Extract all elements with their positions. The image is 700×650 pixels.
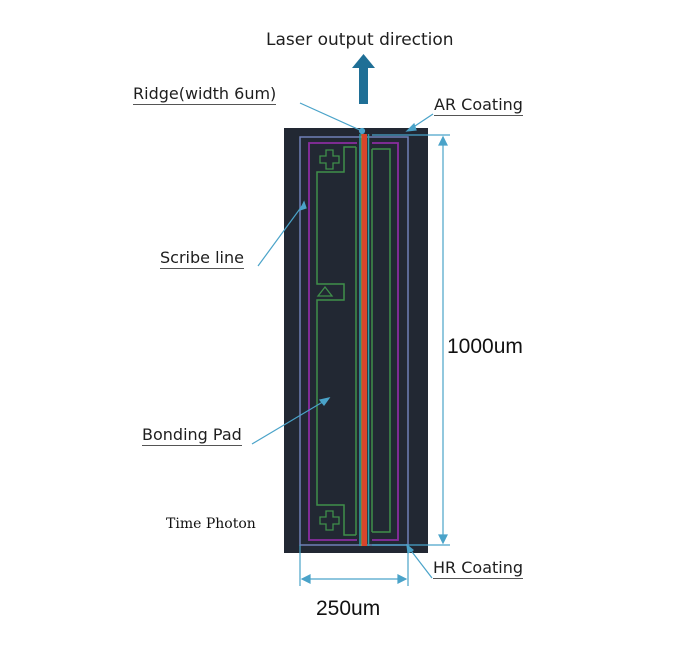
width-dimension bbox=[299, 545, 409, 586]
cross-mark-icon bbox=[319, 149, 340, 170]
triangle-mark-icon bbox=[316, 285, 334, 297]
height-dimension-label: 1000um bbox=[447, 335, 523, 358]
width-dimension-label: 250um bbox=[316, 597, 381, 620]
bonding-pad-label: Bonding Pad bbox=[142, 425, 242, 446]
purple-outline bbox=[308, 142, 399, 541]
height-dimension bbox=[372, 134, 450, 546]
ridge-label: Ridge(width 6um) bbox=[133, 84, 277, 105]
ridge bbox=[359, 134, 370, 546]
scribe-line-rect bbox=[299, 136, 409, 546]
bonding-pad-outline bbox=[316, 146, 391, 536]
ar-coating-label: AR Coating bbox=[434, 95, 523, 116]
diagram-title: Laser output direction bbox=[266, 30, 454, 50]
hr-coating-label: HR Coating bbox=[433, 558, 524, 579]
leader-lines bbox=[251, 102, 434, 579]
scribe-line-label: Scribe line bbox=[160, 248, 244, 269]
output-arrow-icon bbox=[352, 54, 375, 104]
cross-mark-icon bbox=[319, 510, 340, 531]
watermark-text: Time Photon bbox=[166, 516, 256, 532]
